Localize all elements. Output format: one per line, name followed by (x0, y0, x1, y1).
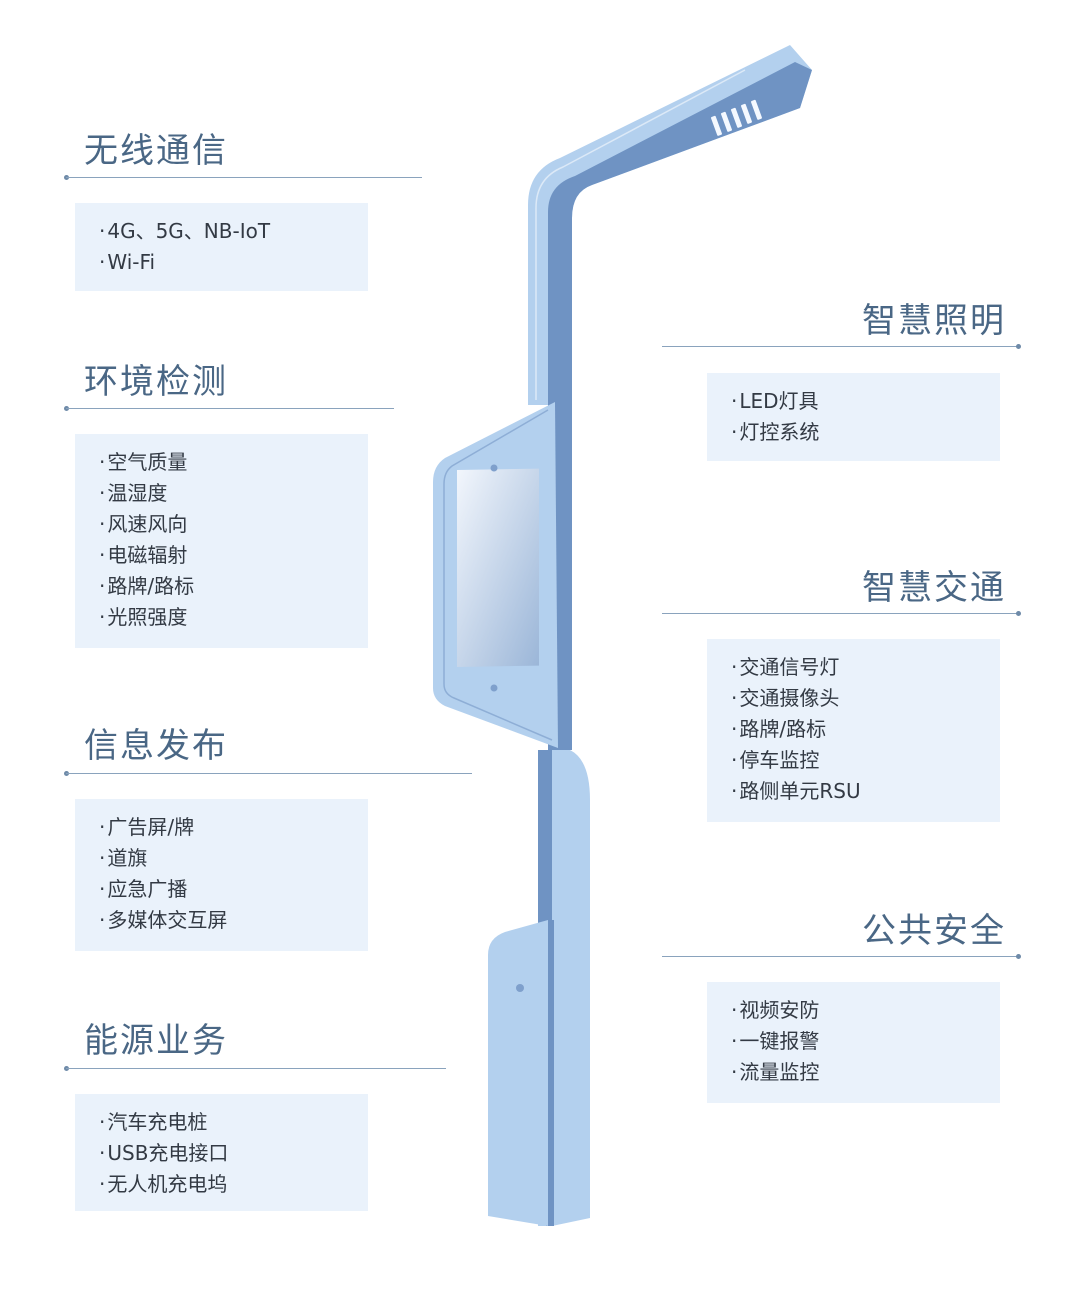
list-item: 视频安防 (731, 1000, 819, 1020)
list-item: 道旗 (99, 848, 147, 868)
list-item: 空气质量 (99, 452, 187, 472)
section-title: 信息发布 (84, 726, 228, 766)
list-item: 4G、5G、NB-IoT (99, 221, 270, 241)
section-rule (662, 613, 1018, 614)
section-title: 能源业务 (84, 1021, 228, 1061)
list-item: 无人机充电坞 (99, 1174, 227, 1194)
section-title: 公共安全 (862, 911, 1006, 951)
list-item: 交通信号灯 (731, 657, 839, 677)
pole-lower (538, 750, 590, 1226)
list-item: 灯控系统 (731, 422, 819, 442)
list-item: 温湿度 (99, 483, 167, 503)
section-rule (66, 773, 472, 774)
list-item: 电磁辐射 (99, 545, 187, 565)
led-light-icon (710, 99, 762, 136)
list-item: USB充电接口 (99, 1143, 228, 1163)
item-box: 广告屏/牌 道旗 应急广播 多媒体交互屏 (75, 799, 368, 951)
rule-dot (1016, 954, 1021, 959)
section-title: 环境检测 (84, 362, 228, 402)
base-cabinet (488, 920, 548, 1226)
item-box: LED灯具 灯控系统 (707, 373, 1000, 461)
list-item: 应急广播 (99, 879, 187, 899)
item-box: 4G、5G、NB-IoT Wi-Fi (75, 203, 368, 291)
screen-panel (433, 402, 558, 748)
section-rule (66, 408, 394, 409)
item-box: 交通信号灯 交通摄像头 路牌/路标 停车监控 路侧单元RSU (707, 639, 1000, 822)
section-title: 智慧交通 (862, 568, 1006, 608)
list-item: 停车监控 (731, 750, 819, 770)
section-title: 无线通信 (84, 131, 228, 171)
list-item: 一键报警 (731, 1031, 819, 1051)
section-rule (662, 956, 1018, 957)
rule-dot (1016, 611, 1021, 616)
list-item: 广告屏/牌 (99, 817, 194, 837)
section-title: 智慧照明 (862, 301, 1006, 341)
item-box: 视频安防 一键报警 流量监控 (707, 982, 1000, 1103)
list-item: 路牌/路标 (99, 576, 194, 596)
list-item: LED灯具 (731, 391, 818, 411)
section-rule (66, 1068, 446, 1069)
list-item: Wi-Fi (99, 252, 155, 272)
list-item: 路牌/路标 (731, 719, 826, 739)
section-rule (662, 346, 1018, 347)
list-item: 风速风向 (99, 514, 187, 534)
list-item: 路侧单元RSU (731, 781, 860, 801)
item-box: 空气质量 温湿度 风速风向 电磁辐射 路牌/路标 光照强度 (75, 434, 368, 648)
item-box: 汽车充电桩 USB充电接口 无人机充电坞 (75, 1094, 368, 1211)
list-item: 光照强度 (99, 607, 187, 627)
list-item: 多媒体交互屏 (99, 910, 227, 930)
list-item: 汽车充电桩 (99, 1112, 207, 1132)
list-item: 流量监控 (731, 1062, 819, 1082)
rule-dot (1016, 344, 1021, 349)
section-rule (66, 177, 422, 178)
list-item: 交通摄像头 (731, 688, 839, 708)
pole-arm (528, 45, 812, 410)
